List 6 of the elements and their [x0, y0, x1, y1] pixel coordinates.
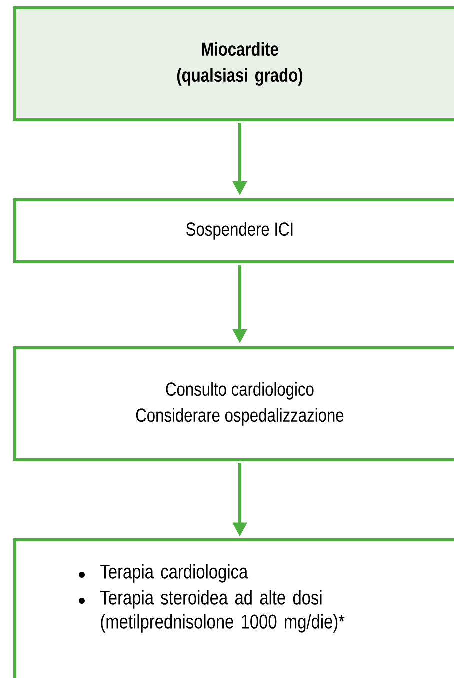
- process-box: Sospendere ICI: [14, 198, 454, 264]
- process-box: Miocardite (qualsiasi grado): [14, 6, 454, 122]
- process-box: Consulto cardiologico Considerare ospedalizzazione: [14, 346, 454, 462]
- list-item: Terapia cardiologica: [100, 564, 248, 583]
- list-item: Terapia steroidea ad alte dosi (metilprednisolone 1000 mg/die)*: [100, 590, 345, 633]
- process-box: [14, 538, 454, 678]
